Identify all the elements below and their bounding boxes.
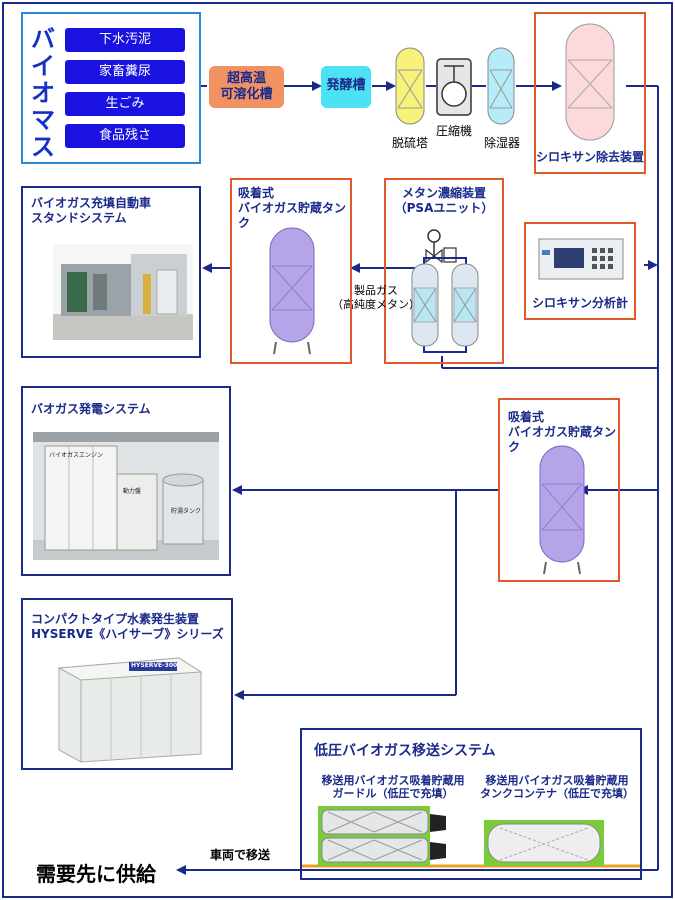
hyserve-title: コンパクトタイプ水素発生装置 HYSERVE《ハイサーブ》シリーズ (31, 612, 224, 641)
vehicle-station-title: バイオガス充填自動車 スタンドシステム (31, 196, 152, 225)
biomass-item-food-residue: 食品残さ (65, 124, 185, 148)
psa-vessels (411, 229, 479, 353)
lower-tank-vessel (539, 445, 585, 575)
biomass-title: バイオマス (31, 25, 55, 161)
lower-tank-title: 吸着式 バイオガス貯蔵タンク (508, 410, 617, 454)
power-generation-box: バオガス発電システム バイオガスエンジン 動力盤 貯湯タンク (21, 386, 231, 576)
cradle-label: 移送用バイオガス吸着貯蔵用 ガードル（低圧で充填） (321, 774, 465, 800)
tank-container (484, 820, 604, 866)
hyserve-box: コンパクトタイプ水素発生装置 HYSERVE《ハイサーブ》シリーズ HYSERV… (21, 598, 233, 770)
biomass-item-sludge: 下水汚泥 (65, 28, 185, 52)
upper-storage-tank-box: 吸着式 バイオガス貯蔵タンク (230, 178, 352, 364)
psa-title: メタン濃縮装置 （PSAユニット） (394, 186, 494, 215)
supply-label: 需要先に供給 (36, 862, 156, 886)
siloxane-analyzer-device (538, 238, 624, 280)
biomass-item-manure: 家畜糞尿 (65, 60, 185, 84)
transport-title: 低圧バイオガス移送システム (314, 743, 496, 759)
upper-tank-vessel (269, 227, 315, 355)
dehumidifier-vessel (487, 47, 515, 125)
vehicle-station-box: バイオガス充填自動車 スタンドシステム (21, 186, 201, 358)
power-panel-text: 動力盤 (123, 488, 142, 495)
power-generation-title: バオガス発電システム (31, 402, 151, 416)
fermenter: 発酵槽 (321, 66, 371, 108)
dehumidifier-label: 除湿器 (483, 136, 520, 150)
vehicle-station-photo (53, 244, 193, 340)
solubilization-tank: 超高温 可溶化槽 (209, 66, 284, 108)
biomass-box: バイオマス 下水汚泥 家畜糞尿 生ごみ 食品残さ (21, 12, 201, 164)
siloxane-removal-box: シロキサン除去装置 (534, 12, 646, 174)
vehicle-transfer-label: 車両で移送 (210, 848, 271, 862)
product-gas-label: 製品ガス （高純度メタン） (332, 284, 420, 311)
siloxane-analyzer-label: シロキサン分析計 (531, 296, 628, 310)
hyserve-logo-text: HYSERVE-300 (131, 662, 178, 669)
siloxane-removal-vessel (565, 23, 615, 141)
storage-tank-text: 貯湯タンク (171, 508, 202, 515)
container-label: 移送用バイオガス吸着貯蔵用 タンクコンテナ（低圧で充填） (480, 774, 634, 800)
compressor-label: 圧縮機 (435, 124, 472, 138)
upper-tank-title: 吸着式 バイオガス貯蔵タンク (238, 186, 347, 230)
cradle-cylinders (318, 806, 446, 866)
desulfurizer-vessel (395, 47, 425, 125)
power-generation-photo (33, 432, 219, 560)
siloxane-analyzer-box: シロキサン分析計 (524, 222, 636, 320)
transport-system-box: 低圧バイオガス移送システム 移送用バイオガス吸着貯蔵用 ガードル（低圧で充填） … (300, 728, 642, 880)
psa-unit-box: メタン濃縮装置 （PSAユニット） (384, 178, 504, 364)
biomass-item-food-waste: 生ごみ (65, 92, 185, 116)
hyserve-photo (57, 657, 203, 763)
engine-label-text: バイオガスエンジン (49, 452, 104, 459)
compressor-icon (436, 58, 472, 116)
lower-storage-tank-box: 吸着式 バイオガス貯蔵タンク (498, 398, 620, 582)
siloxane-removal-label: シロキサン除去装置 (536, 150, 645, 164)
desulfurizer-label: 脱硫塔 (391, 136, 428, 150)
